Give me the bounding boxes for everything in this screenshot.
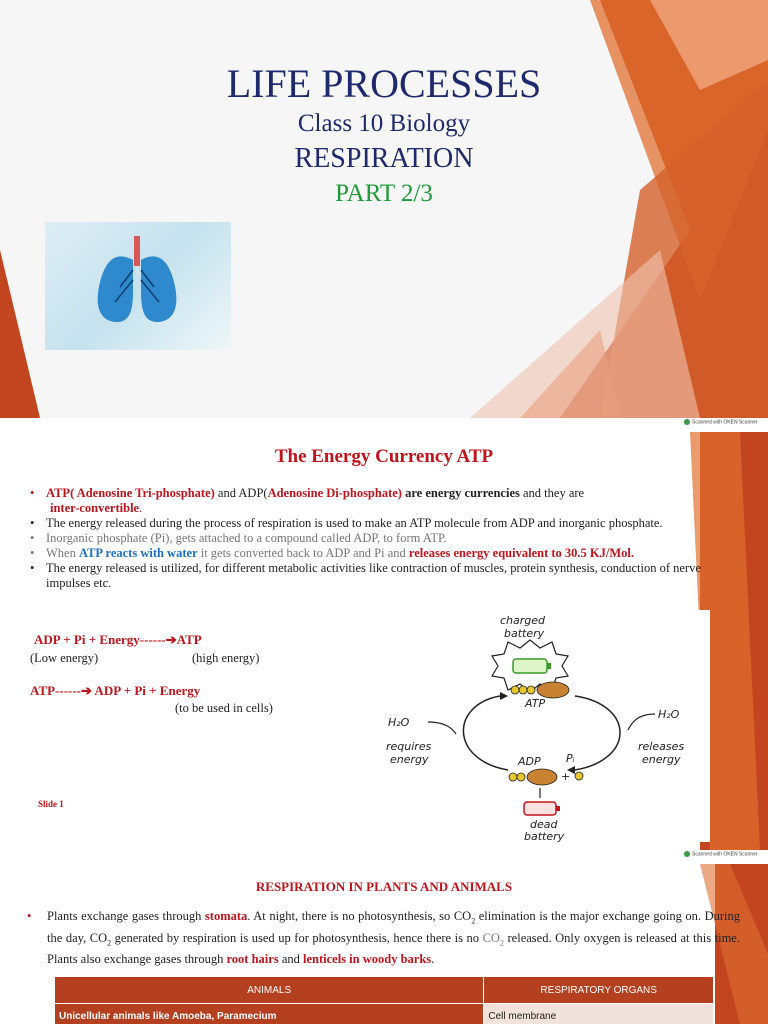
used-in-cells-label: (to be used in cells) [175, 701, 273, 715]
atp-title: The Energy Currency ATP [274, 446, 494, 467]
cell-organ: Cell membrane [483, 1003, 714, 1024]
battery-label-top: battery [504, 627, 545, 640]
low-energy-label: (Low energy) [30, 651, 99, 665]
section-title: RESPIRATION IN PLANTS AND ANIMALS [255, 879, 513, 894]
slide3-decoration [700, 864, 768, 1024]
dead-label: dead [530, 818, 558, 831]
scanner-watermark-2: Scanned with OKEN Scanner [684, 851, 758, 857]
h2o-right-label: H₂O [658, 708, 680, 721]
energy-left-label: energy [390, 753, 429, 766]
topic-heading: RESPIRATION [294, 143, 474, 174]
slide-respiration-plants-animals: RESPIRATION IN PLANTS AND ANIMALS • Plan… [0, 864, 768, 1024]
adp-molecule-icon [508, 768, 584, 786]
bullet-energy-released: The energy released during the process o… [30, 516, 740, 531]
equation-atp-breakdown: ATP------➔ ADP + Pi + Energy [30, 683, 201, 698]
respiratory-organs-table: ANIMALS RESPIRATORY ORGANS Unicellular a… [53, 976, 714, 1024]
high-energy-label: (high energy) [192, 651, 260, 665]
pi-diagram-label: Pᵢ [566, 752, 575, 765]
requires-label: requires [386, 740, 432, 753]
plus-diagram-label: + [561, 770, 570, 783]
energy-right-label: energy [642, 753, 681, 766]
subtitle: Class 10 Biology [297, 110, 471, 137]
charged-label: charged [500, 614, 546, 627]
charged-battery-icon [512, 658, 548, 674]
dead-battery-icon [523, 801, 557, 816]
equation-atp-synthesis: ADP + Pi + Energy------➔ATP [34, 632, 202, 647]
slide1-decoration [0, 0, 768, 418]
table-row: Unicellular animals like Amoeba, Paramec… [53, 1003, 714, 1024]
scanner-watermark: Scanned with OKEN Scanner [684, 419, 758, 425]
header-animals: ANIMALS [53, 976, 485, 1004]
bullet-atp-adp: ATP( Adenosine Tri-phosphate) and ADP(Ad… [30, 486, 740, 516]
atp-bullet-list: ATP( Adenosine Tri-phosphate) and ADP(Ad… [30, 486, 740, 591]
h2o-left-label: H₂O [388, 716, 410, 729]
atp-cycle-diagram: charged battery ATP H₂O H₂O requires ene… [370, 610, 710, 842]
slide-title: LIFE PROCESSES Class 10 Biology RESPIRAT… [0, 0, 768, 418]
arrow-releases-energy [574, 695, 621, 771]
adp-diagram-label: ADP [517, 755, 541, 768]
atp-molecule-icon [510, 681, 570, 699]
slide-label: Slide 1 [38, 799, 64, 809]
table-header-row: ANIMALS RESPIRATORY ORGANS [53, 976, 714, 1004]
bullet-inorganic-phosphate: Inorganic phosphate (Pi), gets attached … [30, 531, 740, 546]
header-respiratory-organs: RESPIRATORY ORGANS [483, 976, 714, 1004]
releases-label: releases [638, 740, 684, 753]
part-label: PART 2/3 [335, 180, 433, 207]
cell-animal: Unicellular animals like Amoeba, Paramec… [53, 1003, 485, 1024]
plants-gas-exchange-paragraph: • Plants exchange gases through stomata.… [27, 909, 740, 966]
atp-diagram-label: ATP [524, 697, 545, 710]
battery-label-bottom: battery [524, 830, 565, 842]
lungs-image [45, 222, 231, 350]
bullet-atp-water: When ATP reacts with water it gets conve… [30, 546, 740, 561]
slide-atp: The Energy Currency ATP ATP( Adenosine T… [0, 432, 768, 850]
bullet-energy-utilized: The energy released is utilized, for dif… [30, 561, 740, 591]
arrow-requires-energy [462, 695, 509, 771]
lungs-icon [97, 236, 177, 323]
page-title: LIFE PROCESSES [226, 61, 542, 106]
